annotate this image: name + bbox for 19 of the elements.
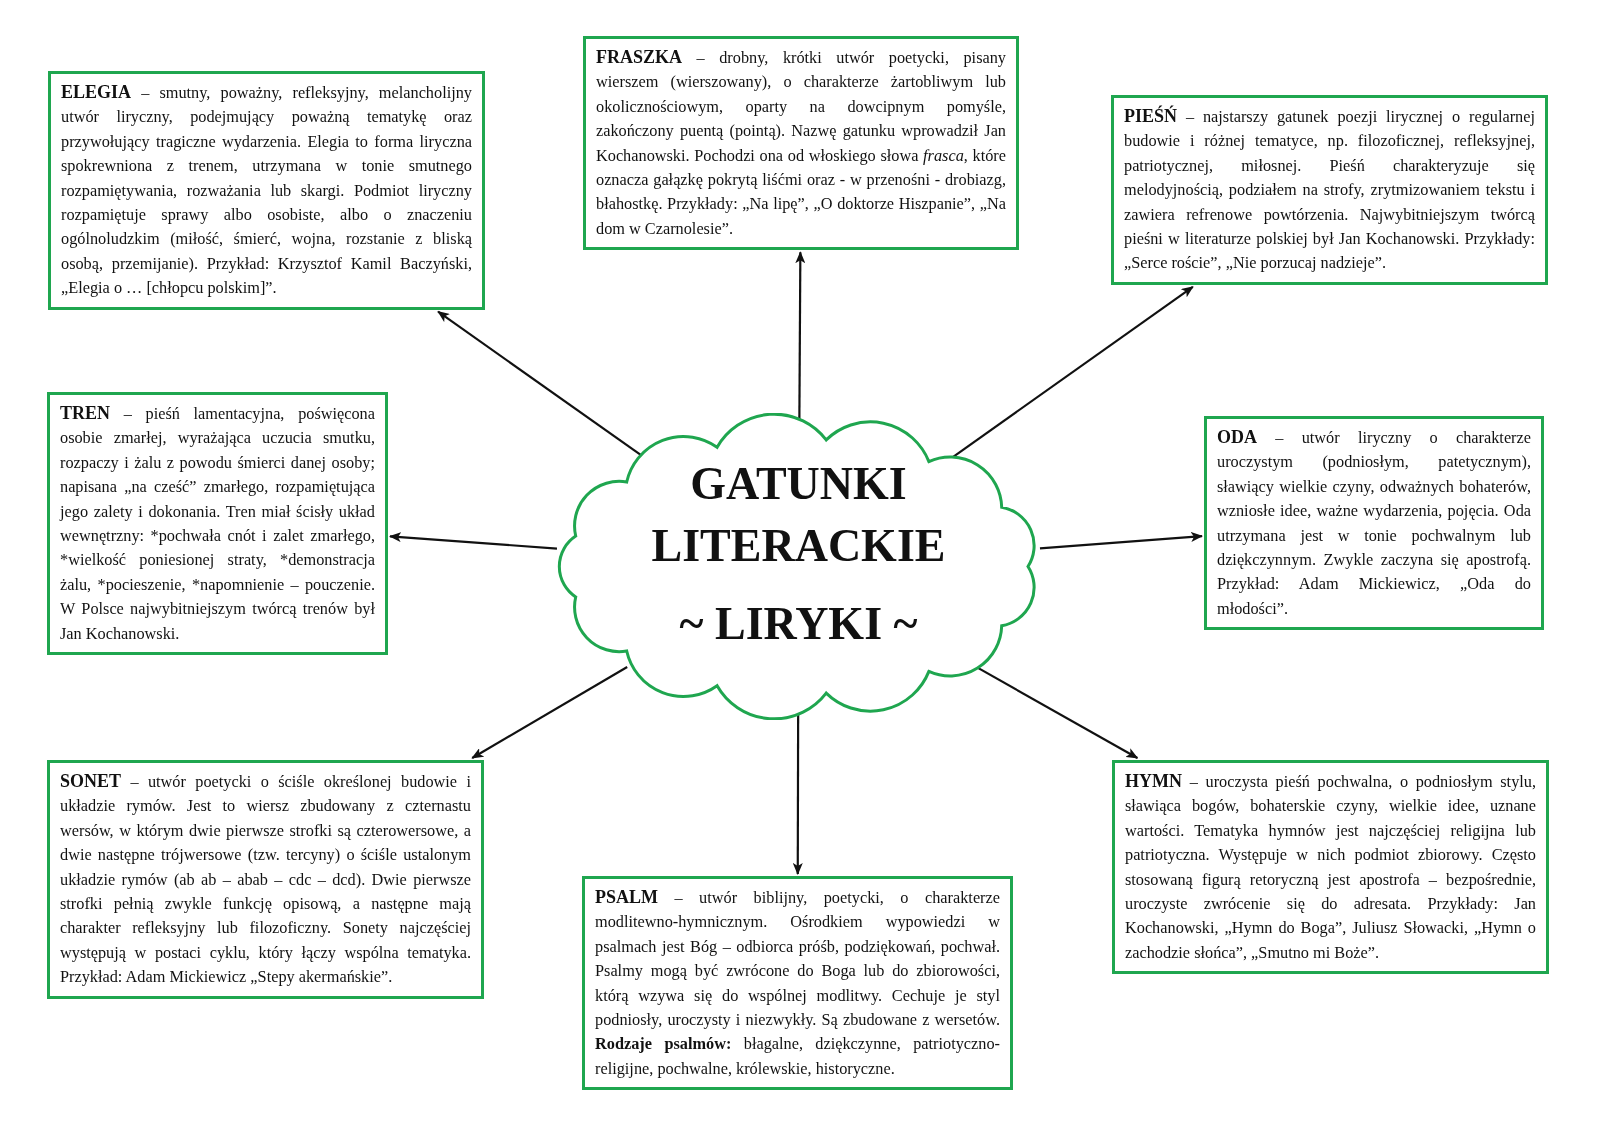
- arrow: [952, 285, 1194, 458]
- definition-box: [1112, 760, 1549, 975]
- subtitle-text: ~ LIRYKI ~: [678, 597, 919, 651]
- definition-box: [583, 36, 1019, 251]
- definition-text: ODA – utwór liryczny o charakterze uroczystym (podniosłym, patetycznym), sławiący wielkie czyny, odważnych bohaterów, wzniosłe idee, ważne wydarzenia, pojęcia. Oda utrzymana jest w tonie pochwalnym lub dziękczynnym. Zwykle zaczyna się apostrofą. Przykład: Adam Mickiewicz, „Oda do młodości”.: [1217, 426, 1531, 620]
- definition-text: FRASZKA – drobny, krótki utwór poetycki, pisany wierszem (wierszowany), o charakterze żartobliwym lub okolicznościowym, oparty na dowcipnym pomyśle, zakończony puentą (pointą). Nazwę gatunku wprowadził Jan Kochanowski. Pochodzi ona od włoskiego słowa frasca, które oznacza gałązkę pokrytą liśćmi oraz - w przenośni - drobiazg, błahostkę. Przykłady: „Na lipę”, „O doktorze Hiszpanie”, „Na dom w Czarnolesie”.: [596, 46, 1006, 240]
- definition-text: ELEGIA – smutny, poważny, refleksyjny, melancholijny utwór liryczny, podejmujący poważną tematykę oraz przywołujący tragiczne wydarzenia. Elegia to forma liryczna spokrewniona z trenem, utrzymana w tonie smutnego rozpamiętywania, rozważania lub skargi. Podmiot liryczny rozpamiętuje sprawy albo osobiste, albo o znaczeniu ogólnoludzkim (miłość, śmierć, wojna, rozstanie z bliską osobą, przemijanie). Przykład: Krzysztof Kamil Baczyński, „Elegia o … [chłopcu polskim]”.: [61, 81, 472, 300]
- definition-text: PSALM – utwór biblijny, poetycki, o charakterze modlitewno-hymnicznym. Ośrodkiem wypowiedzi w psalmach jest Bóg – odbiorca próśb, podziękowań, pochwał. Psalmy mogą być zwrócone do Boga lub do zbiorowości, którą wzywa się do wspólnej modlitwy. Cechuje je styl podniosły, uroczysty i niezwykły. Są zbudowane z wersetów. Rodzaje psalmów: błagalne, dziękczynne, patriotyczno-religijne, pochwalne, królewskie, historyczne.: [595, 886, 1000, 1080]
- definition-text: TREN – pieśń lamentacyjna, poświęcona osobie zmarłej, wyrażająca uczucia smutku, rozpaczy i żalu z powodu śmierci danej osoby; napisana „na cześć” zmarłego, rozpamiętująca jego zalety i dokonania. Tren miał ścisły układ wewnętrzny: *pochwała cnót i zalet zmarłego, *wielkość poniesionej straty, *demonstracja żalu, *pocieszenie, *napomnienie – pouczenie. W Polsce najwybitniejszym twórcą trenów był Jan Kochanowski.: [60, 402, 375, 645]
- arrow: [1039, 531, 1203, 550]
- definition-text: HYMN – uroczysta pieśń pochwalna, o podniosłym stylu, sławiąca bogów, bohaterskie czyny, wielkie idee, uznane wartości. Tematyka hymnów jest najczęściej religijna lub patriotyczna. Występuje w nich podmiot zbiorowy. Często stosowaną figurą retoryczną jest apostrofa – bezpośrednie, uroczyste zwrócenie się do adresata. Przykłady: Jan Kochanowski, „Hymn do Boga”, Juliusz Słowacki, „Hymn o zachodzie słońca”, „Smutno mi Boże”.: [1125, 770, 1536, 964]
- title-text: GATUNKI LITERACKIE: [650, 457, 947, 573]
- definition-box: [1111, 95, 1548, 285]
- definition-box: [1204, 416, 1544, 631]
- definition-text: PIEŚŃ – najstarszy gatunek poezji lirycznej o regularnej budowie i różnej tematyce, np. filozoficznej, refleksyjnej, patriotycznej, miłosnej. Pieśń charakteryzuje się melodyjnością, podziałem na strofy, zrytmizowaniem tekstu i zawiera refrenowe powtórzenia. Najwybitniejszym twórcą pieśni w literaturze polskiej był Jan Kochanowski. Przykłady: „Serce roście”, „Nie porzucaj nadzieje”.: [1124, 104, 1535, 275]
- arrow: [389, 532, 558, 550]
- definition-box: [582, 876, 1013, 1091]
- arrow: [471, 666, 628, 759]
- definition-text: SONET – utwór poetycki o ściśle określonej budowie i układzie rymów. Jest to wiersz zbudowany z czternastu wersów, w którym dwie pierwsze strofki są czterowersowe, a dwie następne trójwersowe (tzw. tercyny) o ściśle ustalonym układzie rymów (ab ab – abab – cdc – dcd). Dwie pierwsze strofki pełnią zwykle funkcję opisową, a następne mają charakter refleksyjny lub filozoficzny. Sonety najczęściej występują w postaci cyklu, który łączy wspólna tematyka. Przykład: Adam Mickiewicz „Stepy akermańskie”.: [60, 770, 471, 989]
